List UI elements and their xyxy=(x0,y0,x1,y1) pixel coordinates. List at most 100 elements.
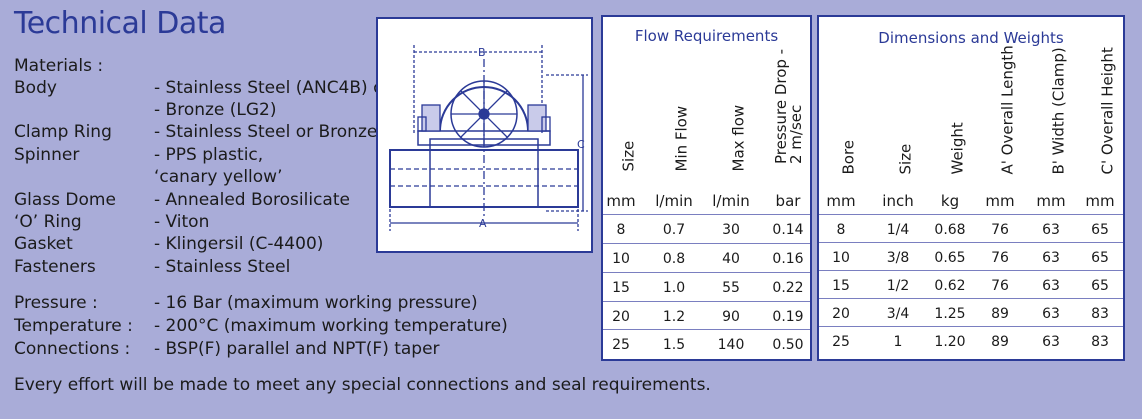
column-header-label: Bore xyxy=(839,139,858,175)
table-cell: 65 xyxy=(1091,278,1109,294)
unit-label: inch xyxy=(882,192,914,210)
column-header-label: B' Width (Clamp) xyxy=(1049,47,1068,175)
table-cell: 1.25 xyxy=(934,306,966,322)
table-cell: 0.68 xyxy=(934,222,966,238)
cross-section-diagram: B C A xyxy=(389,45,588,231)
dimension-c-label: C xyxy=(577,138,585,151)
column-header: Pressure Drop - 2 m/sec xyxy=(772,9,805,179)
spec-value: - Klingersil (C-4400) xyxy=(154,234,324,254)
unit-label: mm xyxy=(826,192,856,210)
spec-label: Glass Dome xyxy=(14,190,116,210)
unit-label: mm xyxy=(606,192,636,210)
table-cell: 0.65 xyxy=(934,250,966,266)
row-separator xyxy=(603,214,810,215)
table-cell: 0.7 xyxy=(662,222,686,238)
unit-label: mm xyxy=(1085,192,1115,210)
column-header: B' Width (Clamp) xyxy=(1036,12,1068,182)
spec-label: Clamp Ring xyxy=(14,122,112,142)
unit-label: kg xyxy=(940,192,960,210)
spec-value: - Annealed Borosilicate xyxy=(154,190,350,210)
column-header-label: Size xyxy=(619,140,638,172)
dimension-a-label: A xyxy=(479,217,487,230)
flow-indicator-drawing: B C A xyxy=(376,17,593,253)
table-cell: 76 xyxy=(991,250,1009,266)
table-cell: 65 xyxy=(1091,222,1109,238)
table-cell: 20 xyxy=(612,309,630,325)
column-header-label: Max flow xyxy=(729,104,748,172)
table-cell: 15 xyxy=(832,278,850,294)
row-separator xyxy=(603,272,810,273)
table-cell: 1/2 xyxy=(886,278,910,294)
table-cell: 3/8 xyxy=(886,250,910,266)
table-cell: 20 xyxy=(832,306,850,322)
table-cell: 25 xyxy=(832,334,850,350)
column-header: Size xyxy=(606,9,638,179)
table-cell: 0.16 xyxy=(772,251,804,267)
table-cell: 0.19 xyxy=(772,309,804,325)
column-header: A' Overall Length xyxy=(985,12,1017,182)
table-cell: 0.50 xyxy=(772,337,804,353)
table-cell: 10 xyxy=(612,251,630,267)
spec-label: Fasteners xyxy=(14,257,96,277)
dimension-b-label: B xyxy=(478,46,486,59)
row-separator xyxy=(603,301,810,302)
table-cell: 0.22 xyxy=(772,280,804,296)
flow-table-title: Flow Requirements xyxy=(634,27,779,45)
unit-label: l/min xyxy=(712,192,750,210)
row-separator xyxy=(819,326,1123,327)
table-cell: 1.20 xyxy=(934,334,966,350)
table-cell: 25 xyxy=(612,337,630,353)
column-header-label: Size xyxy=(896,143,915,175)
spec-label: ‘O’ Ring xyxy=(14,212,82,232)
spec-label: Gasket xyxy=(14,234,73,254)
table-cell: 63 xyxy=(1042,306,1060,322)
table-cell: 3/4 xyxy=(886,306,910,322)
column-header: Max flow xyxy=(716,9,748,179)
row-separator xyxy=(819,270,1123,271)
row-separator xyxy=(603,243,810,244)
table-cell: 1/4 xyxy=(886,222,910,238)
dimensions-table-title: Dimensions and Weights xyxy=(878,29,1064,47)
table-cell: 76 xyxy=(991,278,1009,294)
table-cell: 8 xyxy=(616,222,626,238)
spec-label: Spinner xyxy=(14,145,80,165)
table-cell: 89 xyxy=(991,334,1009,350)
table-cell: 63 xyxy=(1042,222,1060,238)
spec-value: - Stainless Steel xyxy=(154,257,291,277)
column-header-label: Pressure Drop - 2 m/sec xyxy=(772,48,805,164)
table-cell: 8 xyxy=(836,222,846,238)
spec-value: - BSP(F) parallel and NPT(F) taper xyxy=(154,339,440,359)
row-separator xyxy=(819,298,1123,299)
spec-value: ‘canary yellow’ xyxy=(154,167,283,187)
unit-label: mm xyxy=(985,192,1015,210)
table-cell: 55 xyxy=(722,280,740,296)
unit-label: mm xyxy=(1036,192,1066,210)
table-cell: 1 xyxy=(893,334,903,350)
column-header: C' Overall Height xyxy=(1085,12,1117,182)
table-cell: 1.5 xyxy=(662,337,686,353)
spec-value: - 16 Bar (maximum working pressure) xyxy=(154,293,478,313)
spec-value: - 200°C (maximum working temperature) xyxy=(154,316,508,336)
spec-value: - Stainless Steel or Bronze xyxy=(154,122,378,142)
table-cell: 83 xyxy=(1091,306,1109,322)
column-header-label: C' Overall Height xyxy=(1098,47,1117,175)
spec-value: - Viton xyxy=(154,212,210,232)
column-header-label: A' Overall Length xyxy=(998,45,1017,175)
spec-label: Materials : xyxy=(14,56,104,76)
table-cell: 140 xyxy=(717,337,745,353)
table-cell: 0.62 xyxy=(934,278,966,294)
table-cell: 90 xyxy=(722,309,740,325)
table-cell: 10 xyxy=(832,250,850,266)
table-cell: 1.2 xyxy=(662,309,686,325)
table-cell: 63 xyxy=(1042,250,1060,266)
table-cell: 76 xyxy=(991,222,1009,238)
footer-note: Every effort will be made to meet any sp… xyxy=(14,375,711,395)
spec-label: Body xyxy=(14,78,57,98)
row-separator xyxy=(819,242,1123,243)
table-cell: 83 xyxy=(1091,334,1109,350)
table-cell: 0.14 xyxy=(772,222,804,238)
table-cell: 40 xyxy=(722,251,740,267)
column-header: Weight xyxy=(935,12,967,182)
table-cell: 63 xyxy=(1042,278,1060,294)
